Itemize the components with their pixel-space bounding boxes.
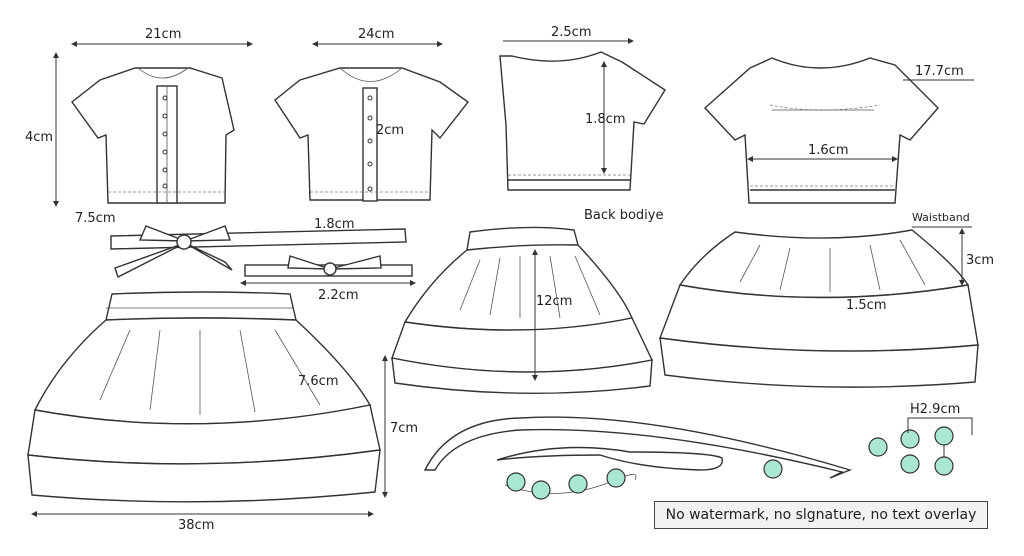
cardigan-placket-label: 2cm — [376, 123, 404, 138]
ribbon-ties — [423, 416, 853, 479]
skirt-left-height-label: 7cm — [390, 421, 418, 436]
waistband-label: Waistband — [912, 211, 970, 224]
back-width-label: 2.5cm — [551, 25, 592, 40]
bow-belt-short — [244, 255, 413, 277]
tiered-skirt-left — [27, 291, 381, 503]
skirt-right-tier-label: 1.5cm — [846, 298, 887, 313]
crop-width-label: 1.6cm — [808, 143, 849, 158]
cardigan-width-label: 24cm — [358, 27, 394, 42]
skirt-left-tier-label: 7.6cm — [298, 374, 339, 389]
back-bodice — [499, 51, 666, 191]
crop-sleeve-label: 17.7cm — [915, 64, 964, 79]
front-bodice — [71, 67, 235, 204]
front-hem-label: 7.5cm — [75, 211, 116, 226]
back-height-label: 1.8cm — [585, 112, 626, 127]
bow-belt-long — [110, 225, 407, 278]
loose-beads — [868, 426, 954, 476]
tiered-skirt-right — [659, 229, 979, 388]
beads-height-label: H2.9cm — [910, 402, 960, 417]
waistband-height-label: 3cm — [966, 253, 994, 268]
front-width-label: 21cm — [145, 27, 181, 42]
cardigan-bodice — [274, 67, 470, 202]
skirt-mid-length-label: 12cm — [536, 294, 572, 309]
note-box: No watermark, no slgnature, no text over… — [654, 501, 988, 529]
bow-belt-1-label: 1.8cm — [314, 217, 355, 232]
tiered-skirt-middle — [391, 226, 654, 395]
back-caption: Back bodiye — [584, 208, 663, 223]
bead-string — [504, 459, 783, 500]
front-height-label: 4cm — [25, 130, 53, 145]
crop-top — [703, 57, 939, 204]
bow-belt-2-label: 2.2cm — [318, 288, 359, 303]
skirt-left-width-label: 38cm — [178, 518, 214, 533]
